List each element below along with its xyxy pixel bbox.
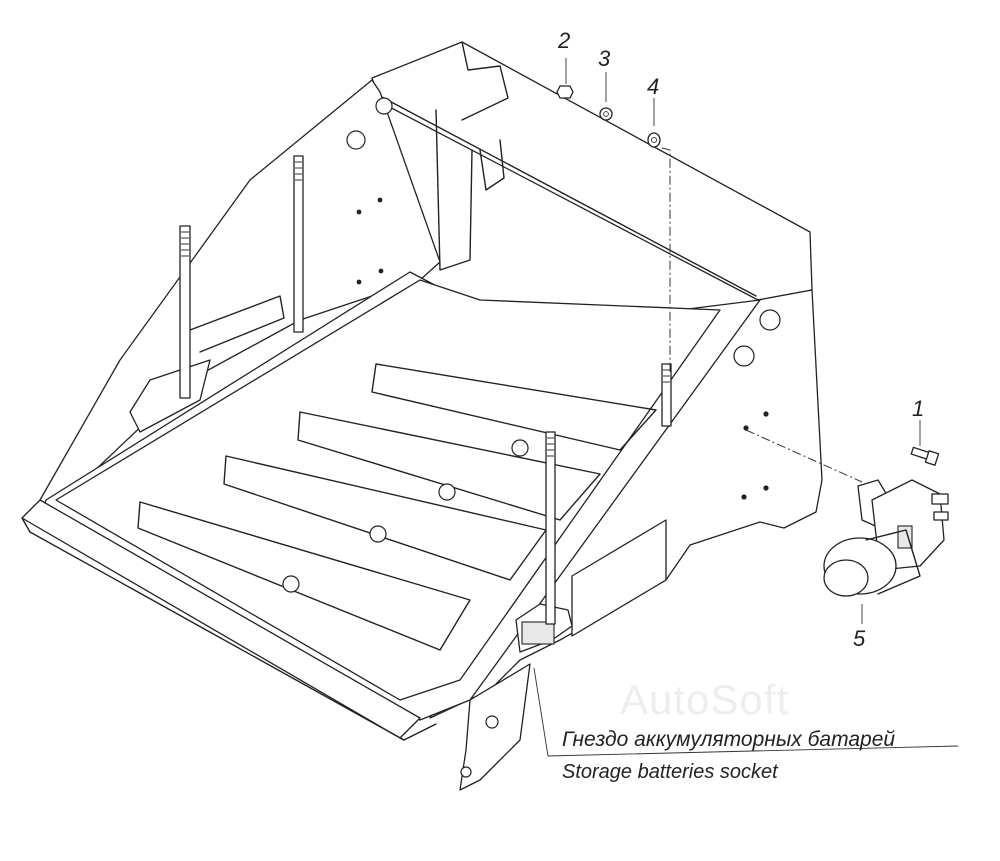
fasteners [556, 85, 661, 148]
callout-3: 3 [598, 46, 611, 71]
callout-4: 4 [647, 74, 660, 99]
front-lip [21, 499, 437, 741]
caption-russian: Гнездо аккумуляторных батарей [562, 728, 896, 751]
threaded-rods [179, 155, 672, 625]
mounting-bracket [459, 603, 573, 791]
lock-washer-icon [599, 107, 613, 121]
battery-switch-icon [823, 479, 949, 597]
watermark: AutoSoft [620, 676, 790, 723]
nut-icon [556, 85, 574, 99]
callout-5: 5 [853, 626, 866, 651]
leader-lines [533, 58, 959, 757]
flat-washer-icon [647, 132, 661, 148]
callout-1: 1 [912, 396, 925, 421]
caption-english: Storage batteries socket [562, 761, 778, 783]
bolt-icon [910, 446, 940, 466]
callout-2: 2 [558, 28, 571, 53]
